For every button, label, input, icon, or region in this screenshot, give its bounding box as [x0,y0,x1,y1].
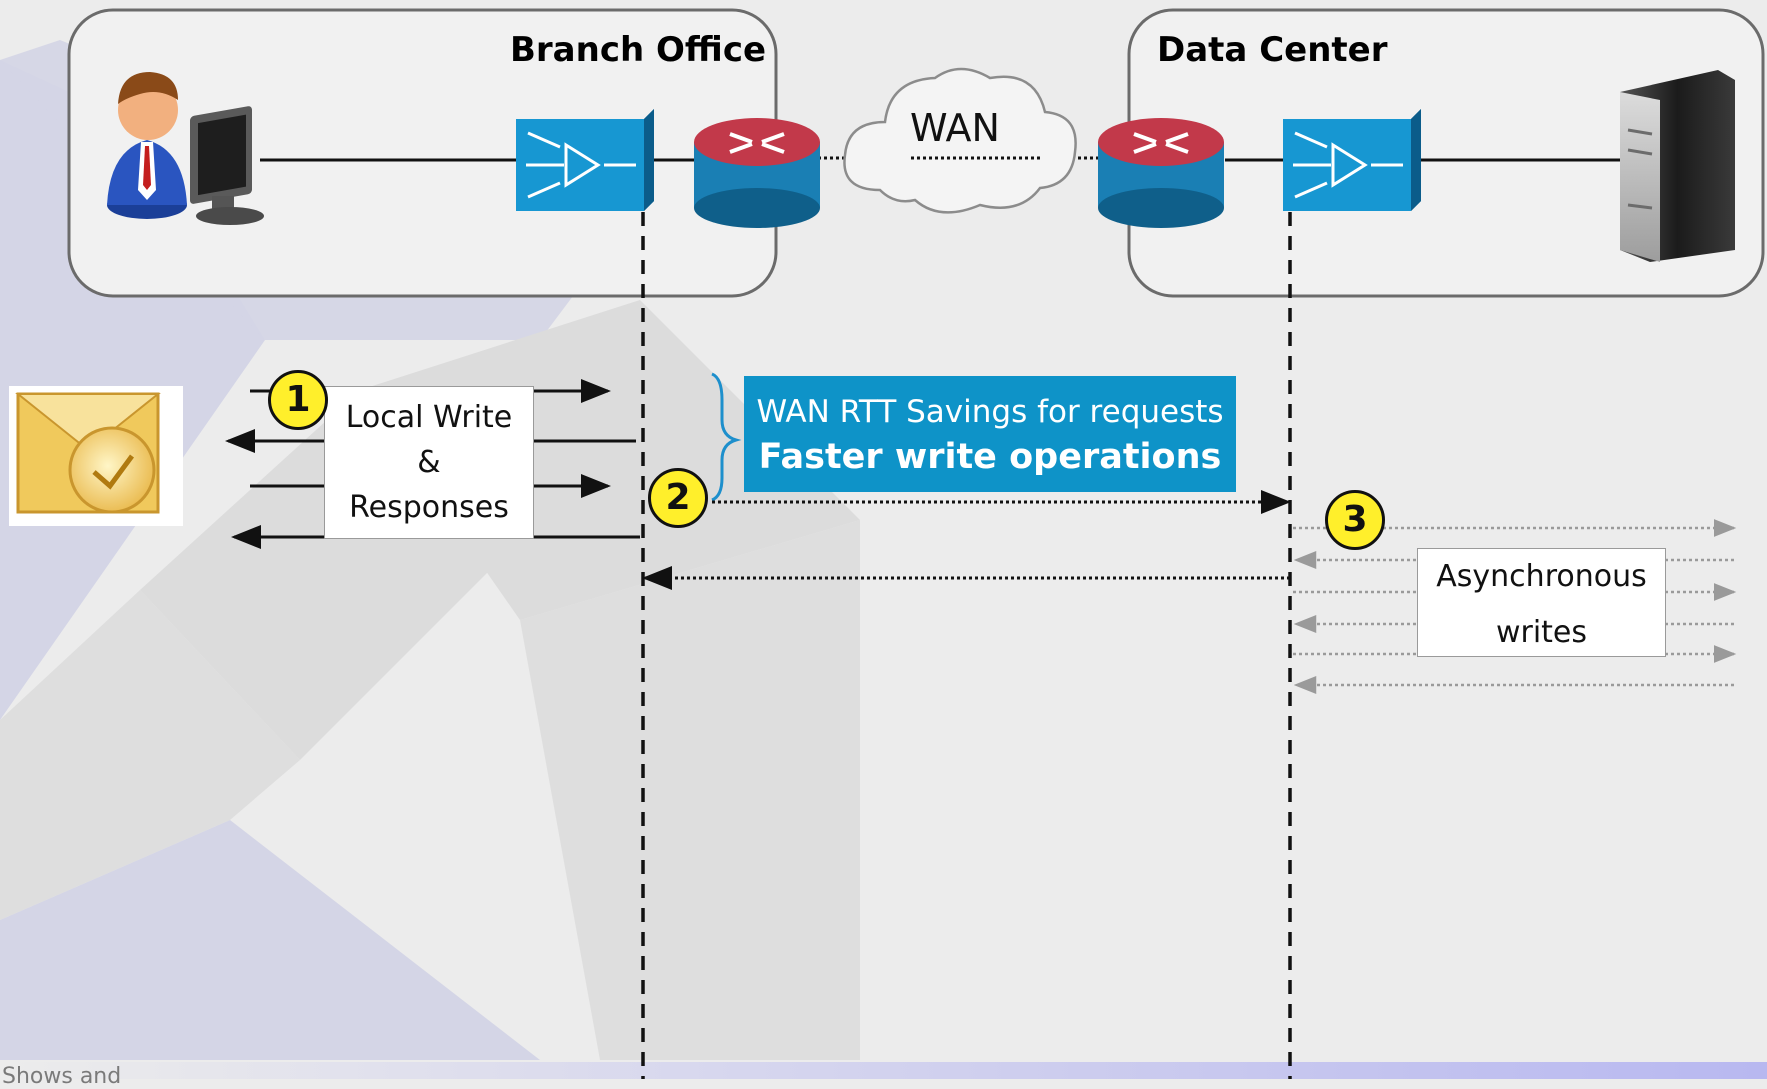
async-writes-line1: Asynchronous [1436,559,1647,594]
wan-savings-box: WAN RTT Savings for requests Faster writ… [744,376,1236,492]
local-write-box: Local Write & Responses [324,386,534,539]
step-badge-1: 1 [268,370,328,430]
server-icon [1620,70,1735,262]
wan-savings-line1: WAN RTT Savings for requests [756,394,1224,430]
footer-text: Shows and [2,1064,122,1089]
footer-strip [0,1062,1767,1079]
async-writes-box: Asynchronous writes [1417,548,1666,657]
user-at-computer-icon [107,72,264,225]
router-icon [694,118,820,228]
step-badge-2: 2 [648,468,708,528]
savings-brace [711,372,742,502]
wan-optimizer-icon [516,109,654,211]
local-write-line3: Responses [349,490,509,525]
step-badge-3: 3 [1325,490,1385,550]
async-writes-line2: writes [1495,615,1588,650]
local-write-line1: Local Write [345,400,513,435]
router-icon [1098,118,1224,228]
branch-office-title: Branch Office [510,30,767,70]
wan-savings-line2: Faster write operations [758,437,1222,477]
data-center-title: Data Center [1157,30,1388,70]
wan-optimizer-icon [1283,109,1421,211]
wan-cloud-icon [843,67,1077,214]
local-write-line2: & [417,445,441,480]
outlook-app-icon [9,386,183,526]
wan-label: WAN [910,106,1000,150]
